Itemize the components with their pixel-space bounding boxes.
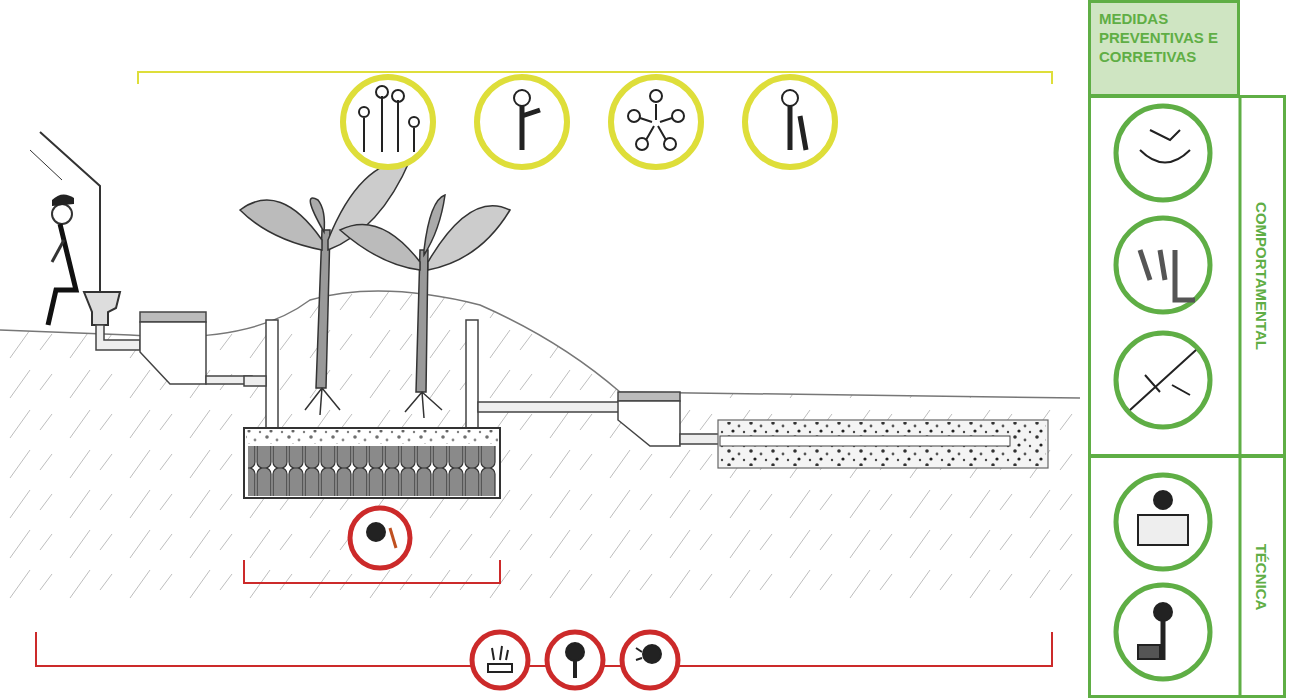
red-icons: [350, 508, 678, 688]
yellow-bracket: [138, 72, 1052, 84]
pipes: [96, 312, 720, 446]
house-toilet: [30, 132, 120, 325]
red-brackets: [36, 560, 1052, 666]
category-label: TÉCNICA: [1253, 543, 1270, 610]
header-box: MEDIDAS PREVENTIVAS E CORRETIVAS: [1088, 0, 1240, 97]
soil: [0, 280, 1080, 600]
yellow-icon-figures: [359, 86, 806, 152]
label-strip: TÉCNICA: [1239, 458, 1283, 695]
banana-plants: [240, 160, 510, 418]
category-label: COMPORTAMENTAL: [1253, 202, 1270, 350]
green-icons: [1116, 106, 1210, 679]
category-band: TÉCNICA: [1088, 455, 1286, 698]
yellow-icons: [343, 77, 835, 167]
label-strip: COMPORTAMENTAL: [1239, 98, 1283, 454]
header-text: MEDIDAS PREVENTIVAS E CORRETIVAS: [1099, 9, 1229, 66]
category-band: COMPORTAMENTAL: [1088, 95, 1286, 457]
red-icon-figures: [367, 523, 661, 678]
green-icon-figures: [1130, 130, 1196, 660]
panel-divider: [1239, 96, 1242, 698]
tank: [244, 428, 500, 498]
trench: [718, 420, 1048, 468]
